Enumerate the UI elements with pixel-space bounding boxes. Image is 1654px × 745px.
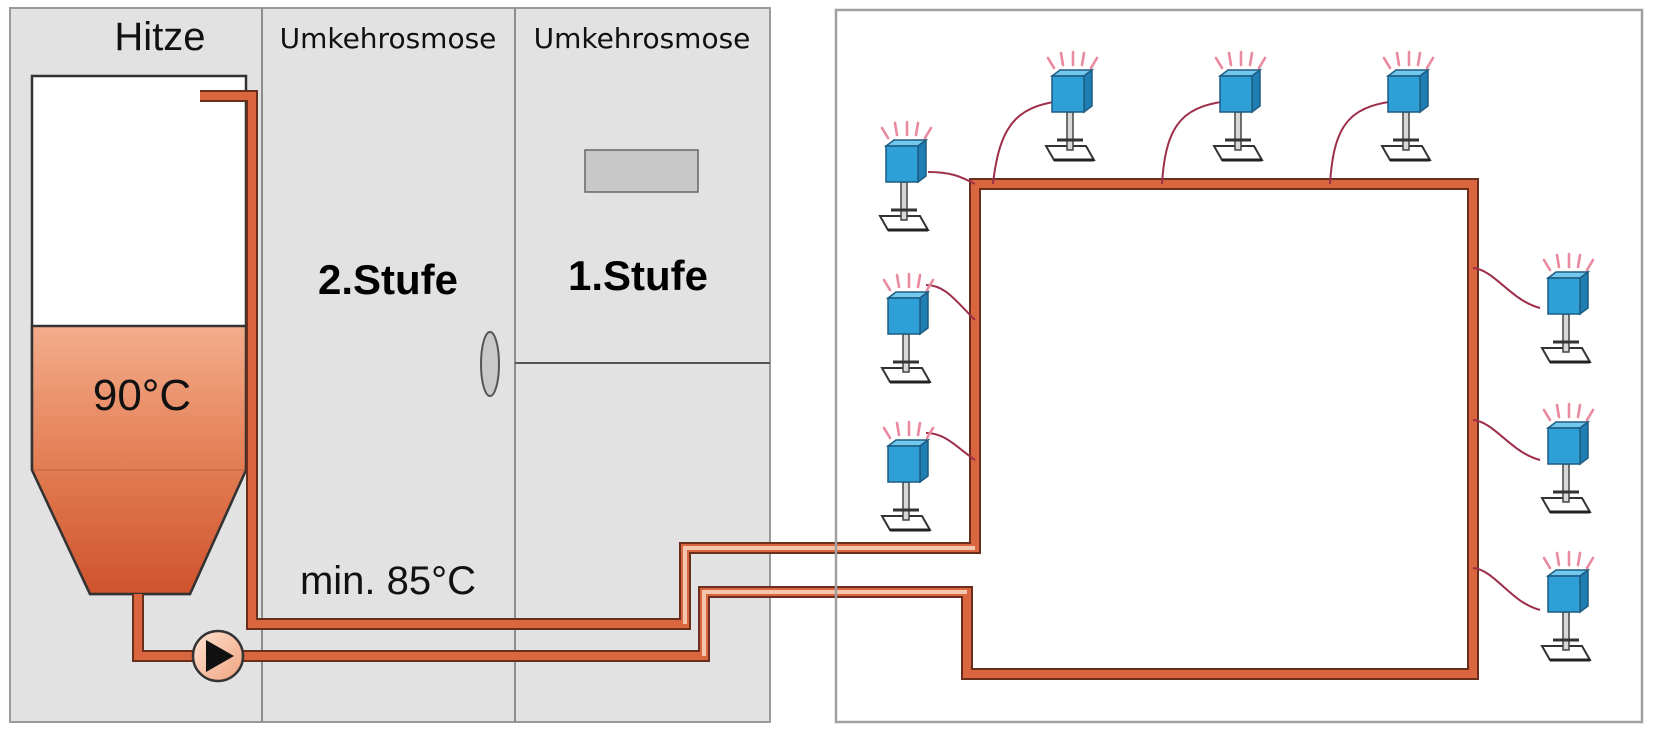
tank-temperature: 90°C <box>93 371 191 420</box>
tap-point-icon <box>1540 402 1595 514</box>
tap-point-icon <box>878 120 933 232</box>
cabinet-door-handle <box>480 331 500 397</box>
hot-water-tank <box>30 74 248 596</box>
control-display <box>584 149 699 193</box>
heat-label: Hitze <box>114 15 205 59</box>
tap-point-icon <box>1380 50 1435 162</box>
distribution-area <box>834 8 1644 724</box>
tap-connections <box>925 99 1541 611</box>
min-temperature: min. 85°C <box>300 559 476 603</box>
ro-label-left: Umkehrosmose <box>280 22 497 55</box>
ro-label-right: Umkehrosmose <box>534 22 751 55</box>
tap-point-icon <box>1212 50 1267 162</box>
tap-point-icon <box>1044 50 1099 162</box>
stage-2-label: 2.Stufe <box>318 256 458 303</box>
tap-point-icon <box>1540 252 1595 364</box>
stage-1-label: 1.Stufe <box>568 252 708 299</box>
circulation-pipes <box>132 90 1479 680</box>
pump-icon <box>191 629 245 683</box>
tap-point-icon <box>880 420 935 532</box>
tap-points <box>878 50 1595 662</box>
tap-point-icon <box>1540 550 1595 662</box>
tap-point-icon <box>880 272 935 384</box>
